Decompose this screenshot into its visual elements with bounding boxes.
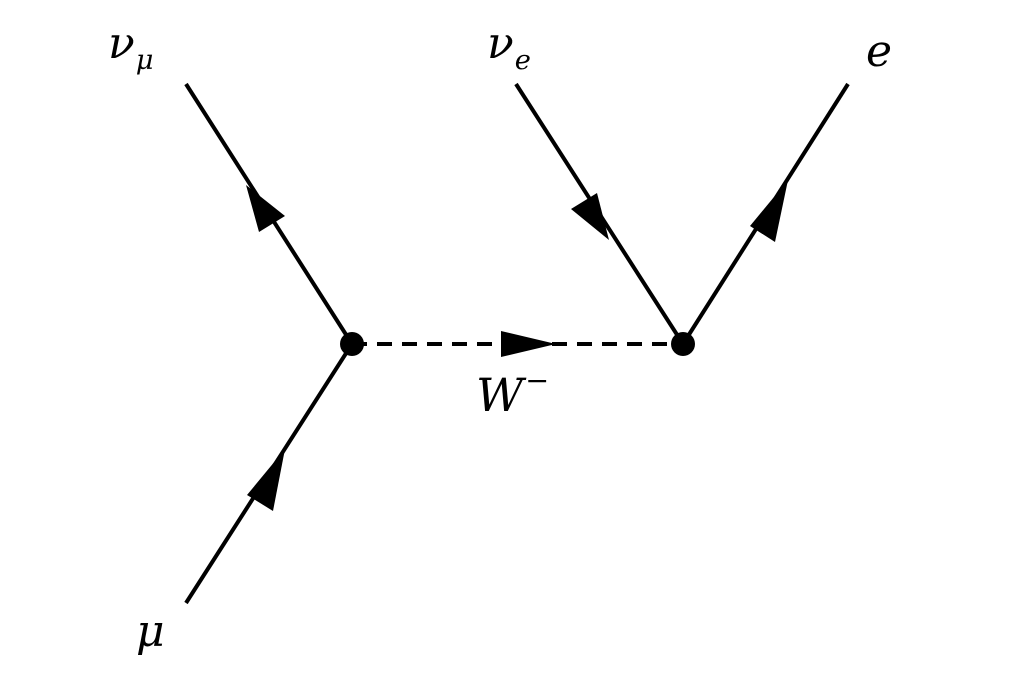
- electron-neutrino-symbol: ν: [487, 18, 514, 69]
- muon-neutrino-arrow: [246, 185, 285, 232]
- label-w-boson: W−: [476, 367, 549, 418]
- label-electron-neutrino: νe: [487, 22, 531, 75]
- w-boson-arrow: [501, 331, 556, 357]
- electron-symbol: e: [866, 26, 893, 77]
- w-boson-charge: −: [525, 364, 550, 398]
- muon-neutrino-subscript: μ: [135, 45, 154, 77]
- vertex-muon: [340, 332, 364, 356]
- label-muon-neutrino: νμ: [108, 22, 153, 75]
- electron-neutrino-arrow: [571, 193, 609, 240]
- electron-neutrino-subscript: e: [514, 45, 531, 77]
- label-electron: e: [866, 30, 892, 74]
- label-muon: μ: [136, 610, 165, 654]
- muon-symbol: μ: [136, 606, 165, 657]
- electron-arrow: [750, 180, 788, 242]
- vertex-electron: [671, 332, 695, 356]
- muon-arrow: [247, 449, 285, 511]
- w-boson-symbol: W: [476, 368, 524, 422]
- muon-neutrino-symbol: ν: [108, 18, 135, 69]
